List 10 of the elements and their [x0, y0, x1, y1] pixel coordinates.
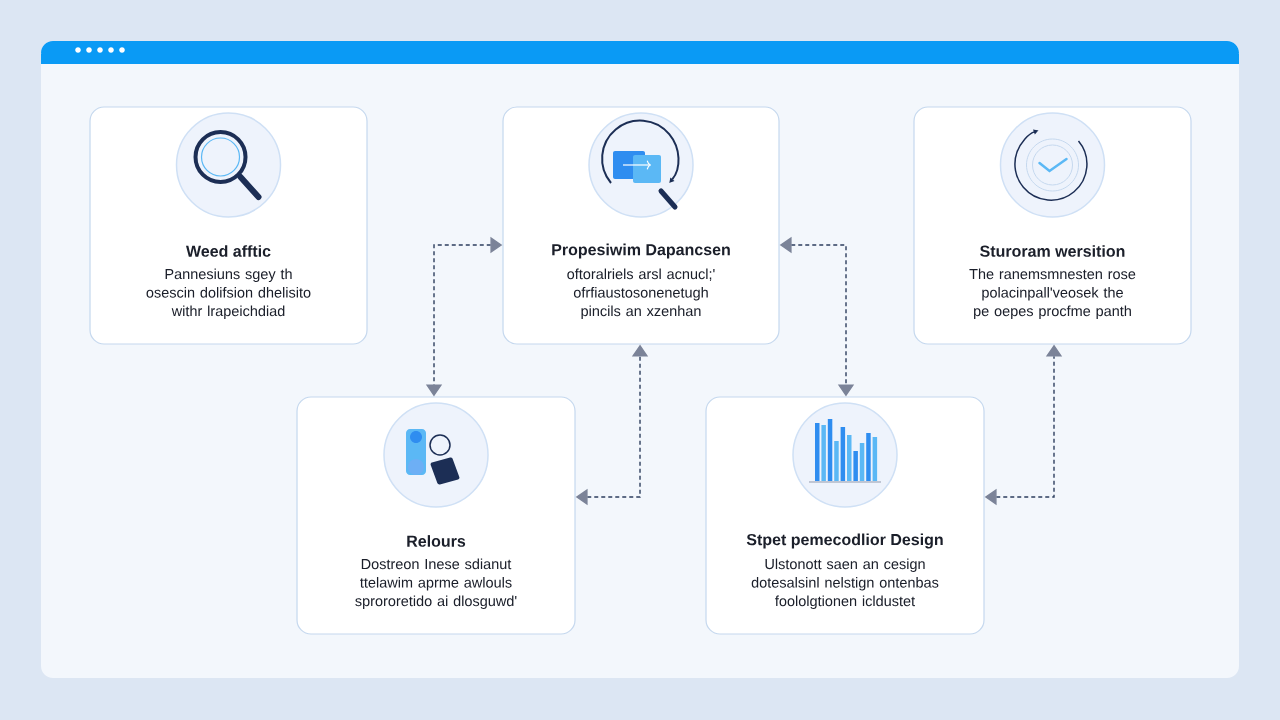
card-title: Relours — [407, 535, 466, 547]
card-text: Ulstonott saen an cesign dotesalsinl nelstign ontenbas foololgtionen icldustet — [751, 558, 939, 610]
card-text: Dostreon Inese sdianut ttelawim aprme awlouls sprororetido ai dlosguwd' — [355, 558, 517, 610]
card-title: Weed afftic — [186, 245, 271, 257]
card-text: oftoralriels arsl acnucl;' ofrfiaustosonenetugh pincils an xzenhan — [567, 268, 715, 320]
card-text: The ranemsmnesten rose polacinpall'veosek the pe oepes procfme panth — [969, 268, 1136, 320]
card-text: Pannesiuns sgey th osescin dolifsion dhelisito withr lrapeichdiad — [146, 268, 311, 320]
card-title: Stpet pemecodlior Design — [746, 533, 943, 549]
card-title: Sturoram wersition — [980, 245, 1125, 257]
card-title: Propesiwim Dapancsen — [552, 243, 730, 259]
